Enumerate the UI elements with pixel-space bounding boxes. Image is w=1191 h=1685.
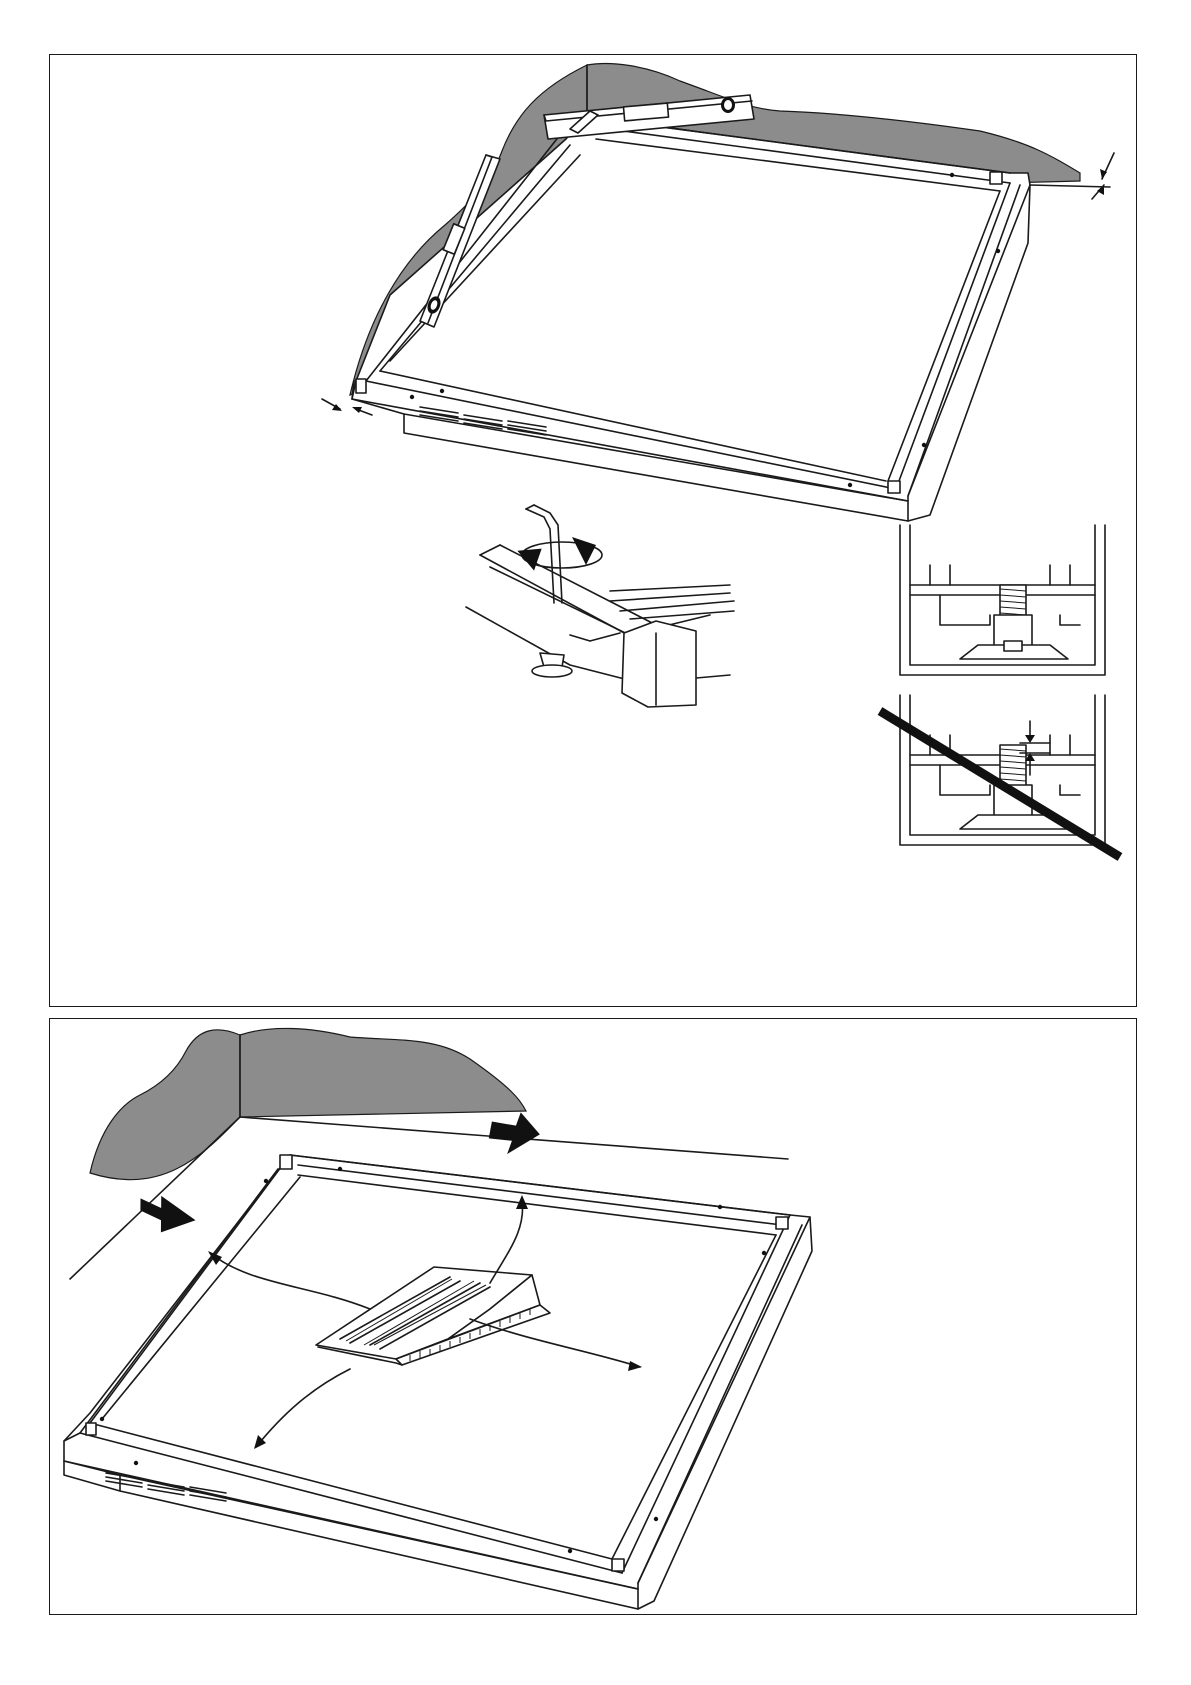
tray-frame <box>352 117 1030 521</box>
panel-1-illustration <box>50 55 1138 1008</box>
push-arrow-left <box>135 1192 198 1238</box>
foot-profile-correct <box>900 525 1105 675</box>
panel-2-illustration <box>50 1019 1138 1616</box>
foot-profile-incorrect <box>900 695 1105 845</box>
page-footer <box>0 1671 1191 1685</box>
hex-key-adjustment <box>466 505 734 707</box>
panel-level-and-adjust <box>49 54 1137 1007</box>
panel-push-to-wall-and-spread <box>49 1018 1137 1615</box>
push-arrow-top <box>483 1105 542 1158</box>
